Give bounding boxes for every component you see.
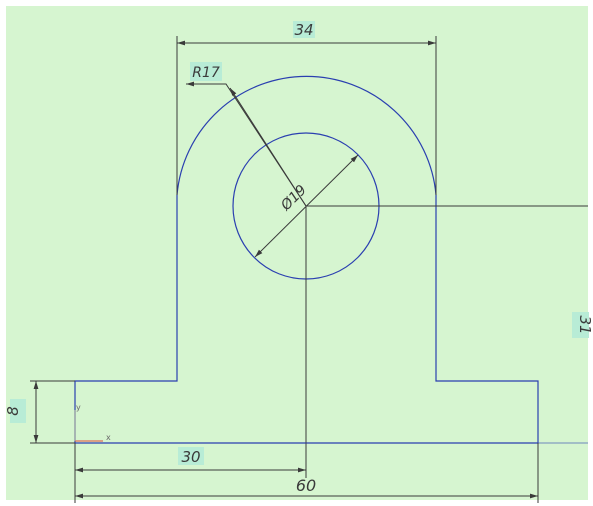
origin-y-label: y <box>76 403 81 412</box>
dimension-top-width-label: 34 <box>294 21 313 39</box>
outline-path <box>74 75 539 444</box>
center-height-label-box <box>572 312 589 338</box>
dimension-total-width <box>74 443 539 503</box>
dimension-half-width <box>75 447 306 473</box>
diameter-line <box>254 154 359 258</box>
dimension-total-width-label: 60 <box>296 476 316 495</box>
dimension-half-width-label: 30 <box>181 448 200 466</box>
radius-label-box <box>190 62 222 81</box>
dimension-base-height-label: 8 <box>4 406 22 416</box>
dimension-label-box <box>293 21 315 38</box>
dimension-top-width <box>176 21 437 195</box>
dimension-base-height <box>10 380 75 444</box>
drawing-sheet <box>6 6 588 500</box>
dimension-center-height-label: 31 <box>576 315 593 334</box>
origin-x-label: x <box>106 433 111 442</box>
dimension-center-height <box>572 312 589 338</box>
dimension-arc-radius-label: R17 <box>192 65 220 81</box>
half-width-label-box <box>178 447 204 465</box>
dimension-hole-diameter <box>254 154 359 258</box>
origin-axes-icon <box>74 410 103 442</box>
base-height-label-box <box>10 399 26 423</box>
